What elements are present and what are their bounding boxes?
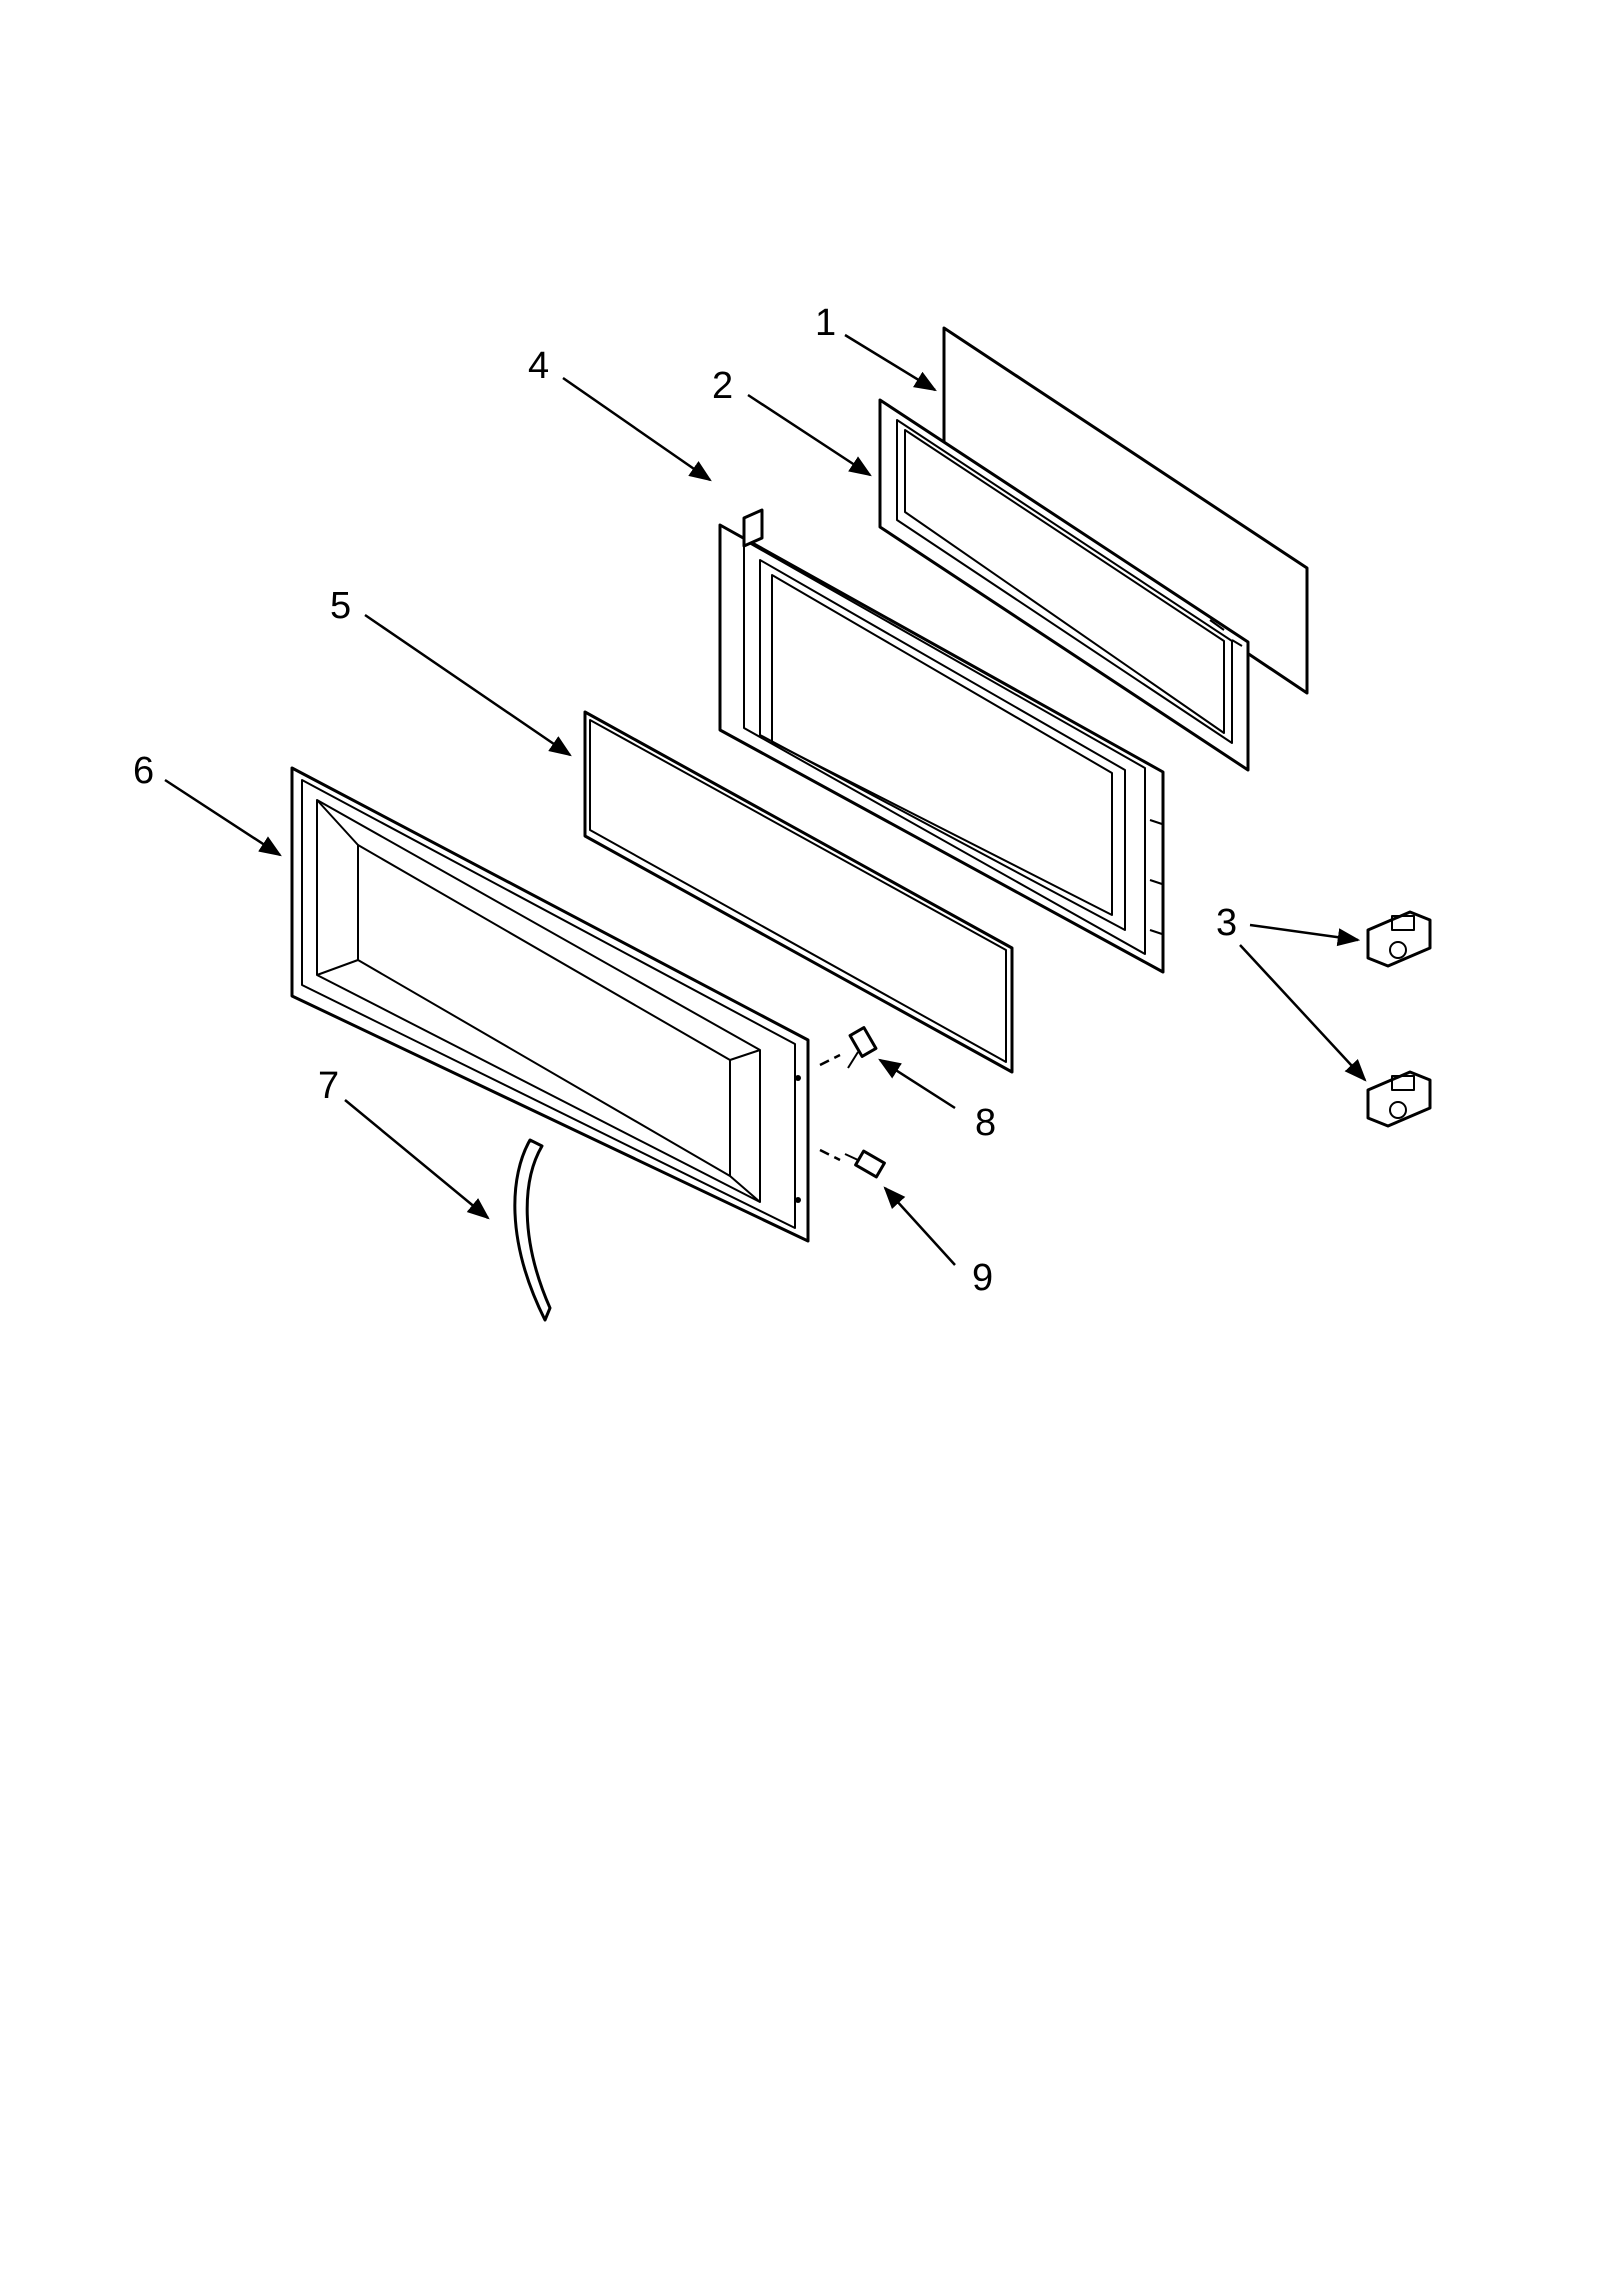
- part-3-latch-upper: [1366, 910, 1432, 968]
- leader-lines: [164, 333, 1367, 1266]
- callout-9: 9: [972, 1257, 993, 1299]
- part-8-screw: [819, 1026, 878, 1069]
- part-5-glass-panel: [583, 710, 1014, 1074]
- callout-2: 2: [712, 365, 733, 407]
- part-1-sheet: [942, 326, 1309, 695]
- callout-4: 4: [528, 345, 549, 387]
- callout-6: 6: [133, 750, 154, 792]
- callout-7: 7: [318, 1065, 339, 1107]
- part-3-latch-lower: [1366, 1070, 1432, 1128]
- part-6-outer-door: [290, 766, 810, 1243]
- part-4-door-frame: [718, 508, 1165, 974]
- callout-8: 8: [975, 1102, 996, 1144]
- callout-labels: 1 2 3 4 5 6 7 8 9: [133, 302, 1237, 1299]
- part-7-handle: [513, 1138, 552, 1322]
- part-2-gasket: [878, 398, 1250, 772]
- callout-5: 5: [330, 585, 351, 627]
- part-9-screw: [819, 1148, 886, 1179]
- callout-1: 1: [815, 302, 836, 344]
- callout-3: 3: [1216, 902, 1237, 944]
